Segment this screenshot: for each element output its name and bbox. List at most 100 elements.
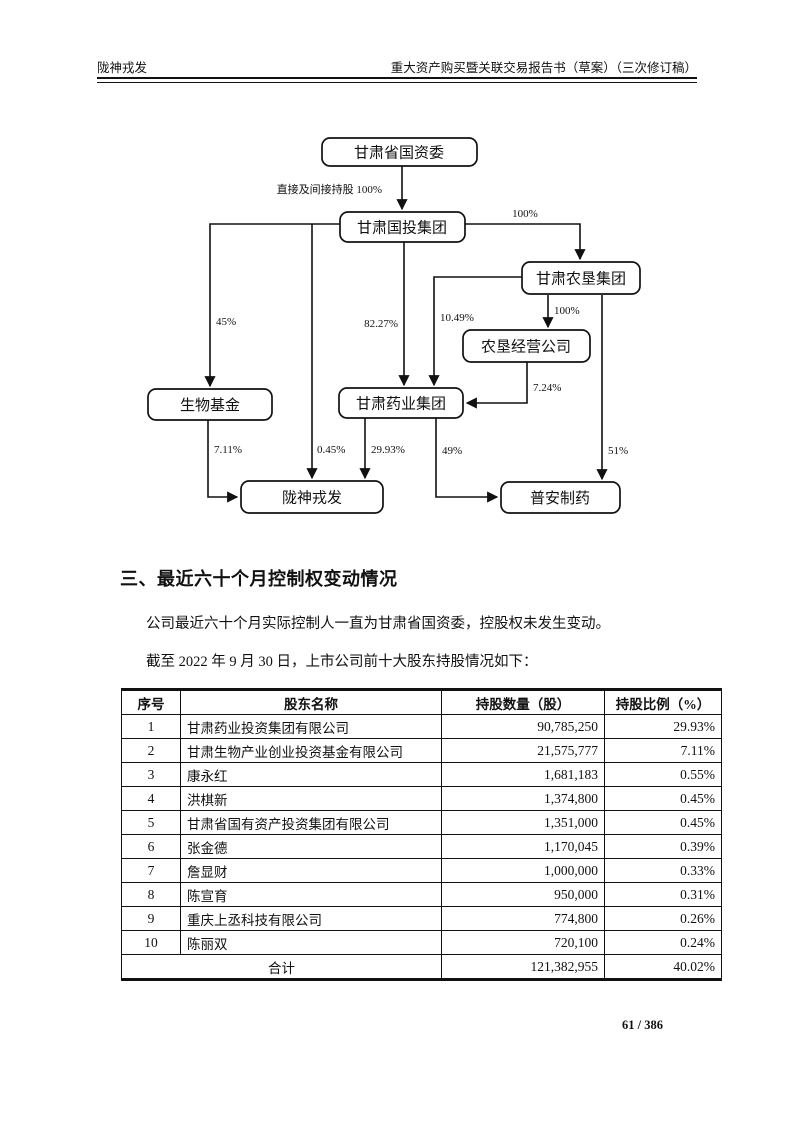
- node-guoziwei: 甘肃省国资委: [321, 137, 478, 167]
- edge-label-nongken-puan: 51%: [608, 445, 628, 457]
- cell-index: 3: [121, 762, 181, 787]
- cell-shares: 774,800: [441, 906, 605, 931]
- edge-label-yaoye-longshen: 29.93%: [371, 444, 405, 456]
- node-guoziwei-label: 甘肃省国资委: [354, 145, 444, 162]
- section-title: 三、最近六十个月控制权变动情况: [120, 569, 398, 589]
- shareholders-table: 序号 股东名称 持股数量（股） 持股比例（%） 1 甘肃药业投资集团有限公司 9…: [121, 688, 722, 981]
- edge-label-nongken-yaoye: 10.49%: [440, 312, 474, 324]
- cell-index: 7: [121, 858, 181, 883]
- node-yaoye: 甘肃药业集团: [338, 387, 464, 419]
- cell-shareholder: 甘肃省国有资产投资集团有限公司: [180, 810, 442, 835]
- header-left-title: 陇神戎发: [97, 61, 148, 75]
- node-shengwu-jijin: 生物基金: [147, 388, 273, 421]
- node-nongken-jingying: 农垦经营公司: [462, 329, 591, 363]
- cell-index: 2: [121, 738, 181, 763]
- page-header: 陇神戎发 重大资产购买暨关联交易报告书（草案）（三次修订稿）: [97, 57, 697, 76]
- col-header-index: 序号: [121, 689, 181, 715]
- cell-index: 6: [121, 834, 181, 859]
- edge-label-nongken-jingying: 100%: [554, 305, 580, 317]
- edge-label-guotou-nongken: 100%: [512, 208, 538, 220]
- edge-label-guotou-longshen: 0.45%: [317, 444, 345, 456]
- cell-index: 4: [121, 786, 181, 811]
- edge-label-yaoye-puan: 49%: [442, 445, 462, 457]
- cell-shareholder: 陈丽双: [180, 930, 442, 955]
- cell-shares: 21,575,777: [441, 738, 605, 763]
- cell-shareholder: 詹显财: [180, 858, 442, 883]
- edge-label-guotou-yaoye: 82.27%: [364, 318, 398, 330]
- cell-ratio: 0.24%: [604, 930, 722, 955]
- paragraph-control-change: 公司最近六十个月实际控制人一直为甘肃省国资委，控股权未发生变动。: [146, 616, 610, 632]
- table-row: 8 陈宣育 950,000 0.31%: [121, 882, 722, 907]
- header-divider: [97, 77, 697, 83]
- table-row: 10 陈丽双 720,100 0.24%: [121, 930, 722, 955]
- edge-label-guoziwei-guotou: 直接及间接持股 100%: [277, 182, 382, 196]
- table-row: 9 重庆上丞科技有限公司 774,800 0.26%: [121, 906, 722, 931]
- cell-shares: 1,374,800: [441, 786, 605, 811]
- total-ratio: 40.02%: [604, 954, 722, 980]
- cell-shares: 1,681,183: [441, 762, 605, 787]
- node-shengwu-jijin-label: 生物基金: [180, 397, 240, 414]
- node-nongken: 甘肃农垦集团: [521, 261, 641, 295]
- table-row: 7 詹显财 1,000,000 0.33%: [121, 858, 722, 883]
- col-header-shares: 持股数量（股）: [441, 689, 605, 715]
- cell-shareholder: 陈宣育: [180, 882, 442, 907]
- page-number: 61 / 386: [622, 1018, 663, 1032]
- cell-ratio: 0.39%: [604, 834, 722, 859]
- node-yaoye-label: 甘肃药业集团: [356, 396, 446, 413]
- cell-index: 9: [121, 906, 181, 931]
- table-header-row: 序号 股东名称 持股数量（股） 持股比例（%）: [121, 689, 722, 715]
- cell-shareholder: 甘肃药业投资集团有限公司: [180, 714, 442, 739]
- node-longshen: 陇神戎发: [240, 480, 384, 514]
- paragraph-table-intro: 截至 2022 年 9 月 30 日，上市公司前十大股东持股情况如下：: [146, 654, 538, 670]
- col-header-shareholder: 股东名称: [180, 689, 442, 715]
- cell-index: 10: [121, 930, 181, 955]
- node-longshen-label: 陇神戎发: [282, 490, 342, 507]
- edge-label-shengwu-longshen: 7.11%: [214, 444, 242, 456]
- connector-lines: [204, 166, 608, 503]
- table-row: 2 甘肃生物产业创业投资基金有限公司 21,575,777 7.11%: [121, 738, 722, 763]
- cell-shareholder: 甘肃生物产业创业投资基金有限公司: [180, 738, 442, 763]
- edge-label-jingying-yaoye: 7.24%: [533, 382, 561, 394]
- node-guotou-label: 甘肃国投集团: [357, 220, 447, 237]
- table-row: 3 康永红 1,681,183 0.55%: [121, 762, 722, 787]
- total-label: 合计: [121, 954, 442, 980]
- table-row: 5 甘肃省国有资产投资集团有限公司 1,351,000 0.45%: [121, 810, 722, 835]
- cell-shareholder: 重庆上丞科技有限公司: [180, 906, 442, 931]
- cell-shares: 1,170,045: [441, 834, 605, 859]
- node-nongken-label: 甘肃农垦集团: [536, 271, 626, 288]
- table-row: 6 张金德 1,170,045 0.39%: [121, 834, 722, 859]
- entity-nodes: 甘肃省国资委 甘肃国投集团 甘肃农垦集团 农垦经营公司 生物基金 甘肃药业集团: [147, 137, 641, 514]
- cell-shareholder: 张金德: [180, 834, 442, 859]
- cell-ratio: 0.45%: [604, 810, 722, 835]
- cell-shares: 1,000,000: [441, 858, 605, 883]
- ownership-structure-diagram: 直接及间接持股 100% 100% 45% 82.27% 10.49% 100%…: [147, 137, 641, 514]
- cell-ratio: 0.45%: [604, 786, 722, 811]
- table-total-row: 合计 121,382,955 40.02%: [121, 954, 722, 980]
- node-puan-label: 普安制药: [530, 490, 590, 507]
- edge-labels: 直接及间接持股 100% 100% 45% 82.27% 10.49% 100%…: [214, 182, 628, 457]
- cell-ratio: 7.11%: [604, 738, 722, 763]
- table-row: 4 洪棋新 1,374,800 0.45%: [121, 786, 722, 811]
- cell-ratio: 0.31%: [604, 882, 722, 907]
- cell-ratio: 0.55%: [604, 762, 722, 787]
- cell-shareholder: 康永红: [180, 762, 442, 787]
- edge-label-guotou-shengwu: 45%: [216, 316, 236, 328]
- cell-shares: 950,000: [441, 882, 605, 907]
- cell-index: 1: [121, 714, 181, 739]
- col-header-ratio: 持股比例（%）: [604, 689, 722, 715]
- header-right-title: 重大资产购买暨关联交易报告书（草案）（三次修订稿）: [390, 61, 697, 75]
- cell-ratio: 29.93%: [604, 714, 722, 739]
- cell-shareholder: 洪棋新: [180, 786, 442, 811]
- cell-index: 8: [121, 882, 181, 907]
- cell-ratio: 0.26%: [604, 906, 722, 931]
- cell-shares: 720,100: [441, 930, 605, 955]
- total-shares: 121,382,955: [441, 954, 605, 980]
- node-nongken-jingying-label: 农垦经营公司: [481, 339, 571, 356]
- cell-shares: 1,351,000: [441, 810, 605, 835]
- cell-index: 5: [121, 810, 181, 835]
- node-guotou: 甘肃国投集团: [339, 211, 466, 243]
- cell-shares: 90,785,250: [441, 714, 605, 739]
- cell-ratio: 0.33%: [604, 858, 722, 883]
- table-row: 1 甘肃药业投资集团有限公司 90,785,250 29.93%: [121, 714, 722, 739]
